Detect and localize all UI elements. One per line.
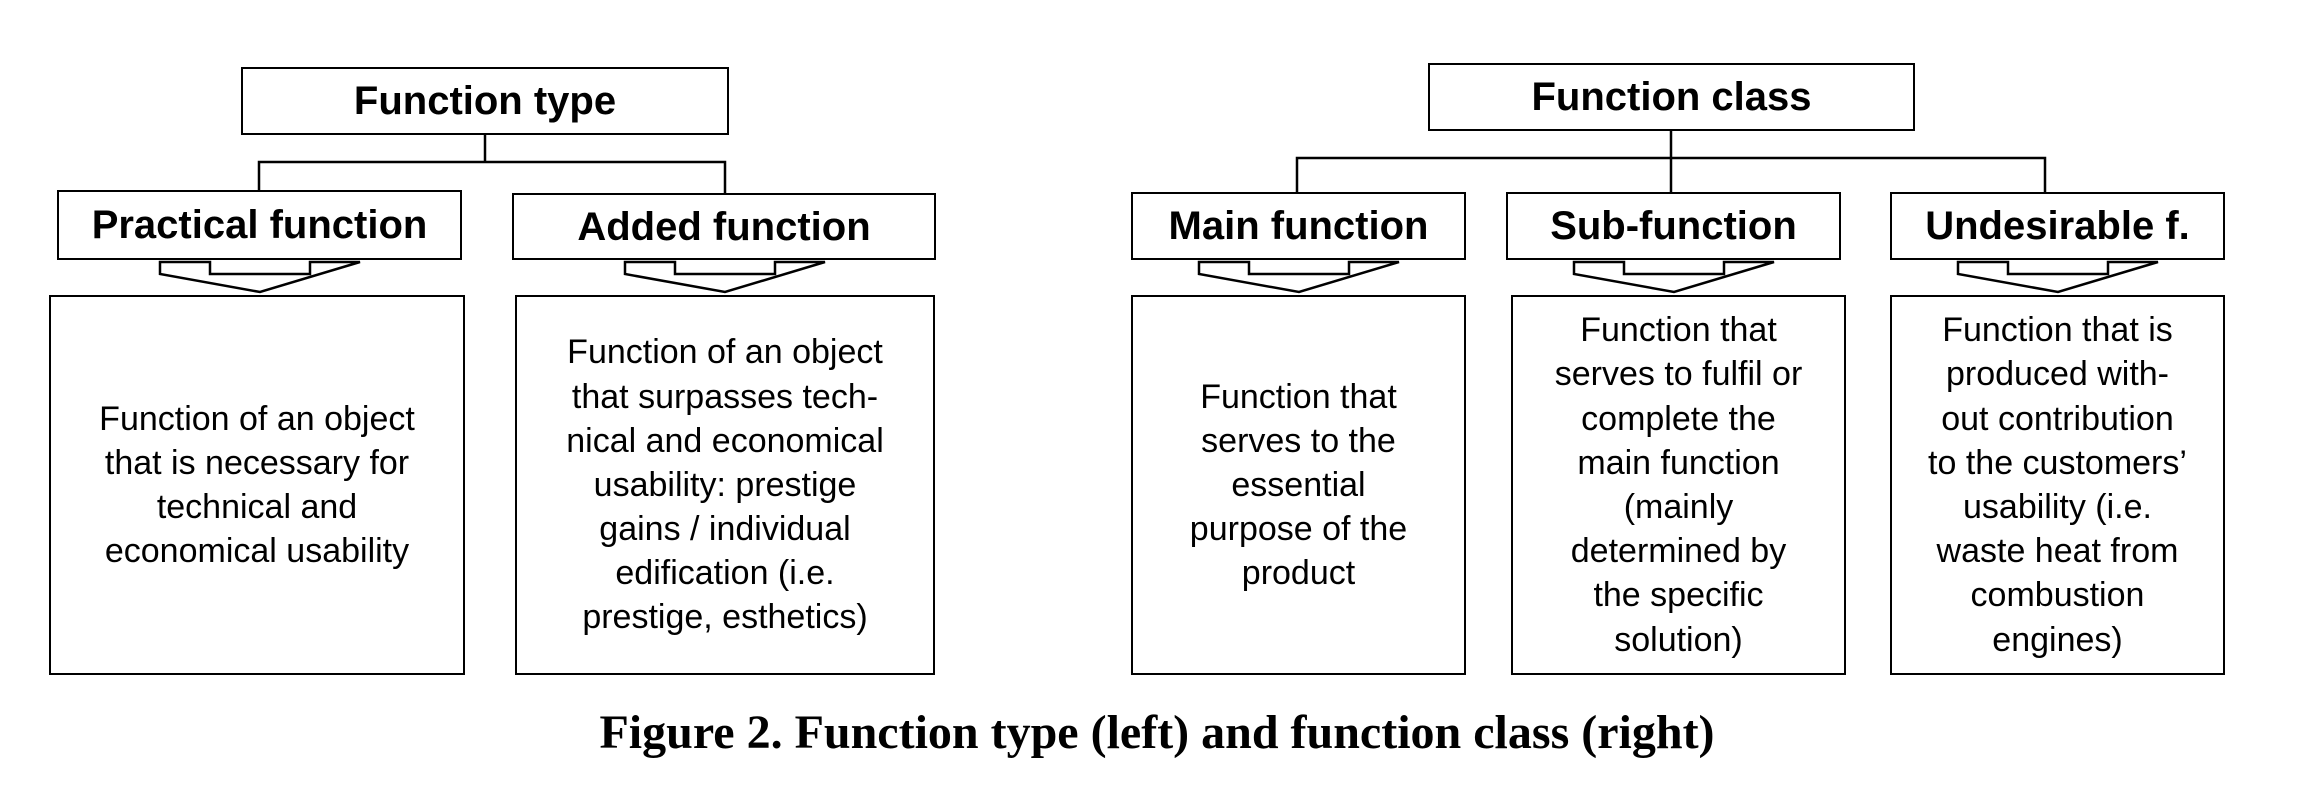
description-line: combustion	[1970, 576, 2145, 615]
practical-function-header: Practical function	[57, 190, 462, 260]
arrow-down-main	[1197, 260, 1400, 294]
description-line: to the customers’	[1928, 443, 2187, 482]
description-line: the specific	[1593, 576, 1764, 615]
added-function-description: Function of an object that surpasses tec…	[515, 295, 935, 675]
description-line: nical and economical	[566, 421, 884, 460]
function-class-root: Function class	[1428, 63, 1915, 131]
description-line: that is necessary for	[104, 443, 410, 482]
description-line: economical usability	[104, 532, 410, 571]
description-line: Function of an object	[567, 333, 883, 372]
description-line: Function that	[1200, 377, 1397, 416]
description-line: edification (i.e.	[615, 554, 835, 593]
undesirable-function-header: Undesirable f.	[1890, 192, 2225, 260]
sub-function-header: Sub-function	[1506, 192, 1841, 260]
added-function-header: Added function	[512, 193, 936, 260]
description-line: out contribution	[1941, 399, 2174, 438]
main-function-description: Function that serves to the essential pu…	[1131, 295, 1466, 675]
function-type-root: Function type	[241, 67, 729, 135]
description-line: engines)	[1992, 620, 2123, 659]
arrow-down-undesirable	[1956, 260, 2159, 294]
description-line: usability (i.e.	[1963, 488, 2152, 526]
figure-caption: Figure 2. Function type (left) and funct…	[599, 706, 1715, 759]
sub-function-description: Function that serves to fulfil or comple…	[1511, 295, 1846, 675]
description-line: purpose of the	[1189, 510, 1408, 549]
undesirable-function-description: Function that is produced with- out cont…	[1890, 295, 2225, 675]
connector-line	[257, 160, 727, 193]
practical-function-description: Function of an object that is necessary …	[49, 295, 465, 675]
description-line: Function that	[1580, 311, 1777, 350]
description-line: that surpasses tech-	[571, 377, 879, 416]
description-line: complete the	[1581, 399, 1776, 438]
arrow-down-sub	[1572, 260, 1775, 294]
description-line: waste heat from	[1936, 532, 2179, 571]
description-line: determined by	[1570, 532, 1787, 571]
description-line: main function	[1577, 443, 1780, 482]
description-line: Function that is	[1942, 311, 2173, 350]
description-line: (mainly	[1623, 488, 1734, 526]
description-line: product	[1241, 554, 1356, 593]
description-line: gains / individual	[599, 510, 851, 549]
arrow-down-practical	[158, 260, 361, 294]
description-line: prestige, esthetics)	[582, 598, 868, 637]
description-line: Function of an object	[99, 399, 415, 438]
description-line: solution)	[1614, 620, 1743, 659]
description-line: serves to fulfil or	[1554, 355, 1803, 394]
description-line: usability: prestige	[593, 465, 857, 504]
description-line: technical and	[156, 488, 358, 526]
arrow-down-added	[623, 260, 826, 294]
description-line: produced with-	[1945, 355, 2169, 394]
description-line: serves to the	[1201, 421, 1396, 460]
main-function-header: Main function	[1131, 192, 1466, 260]
description-line: essential	[1231, 465, 1366, 504]
